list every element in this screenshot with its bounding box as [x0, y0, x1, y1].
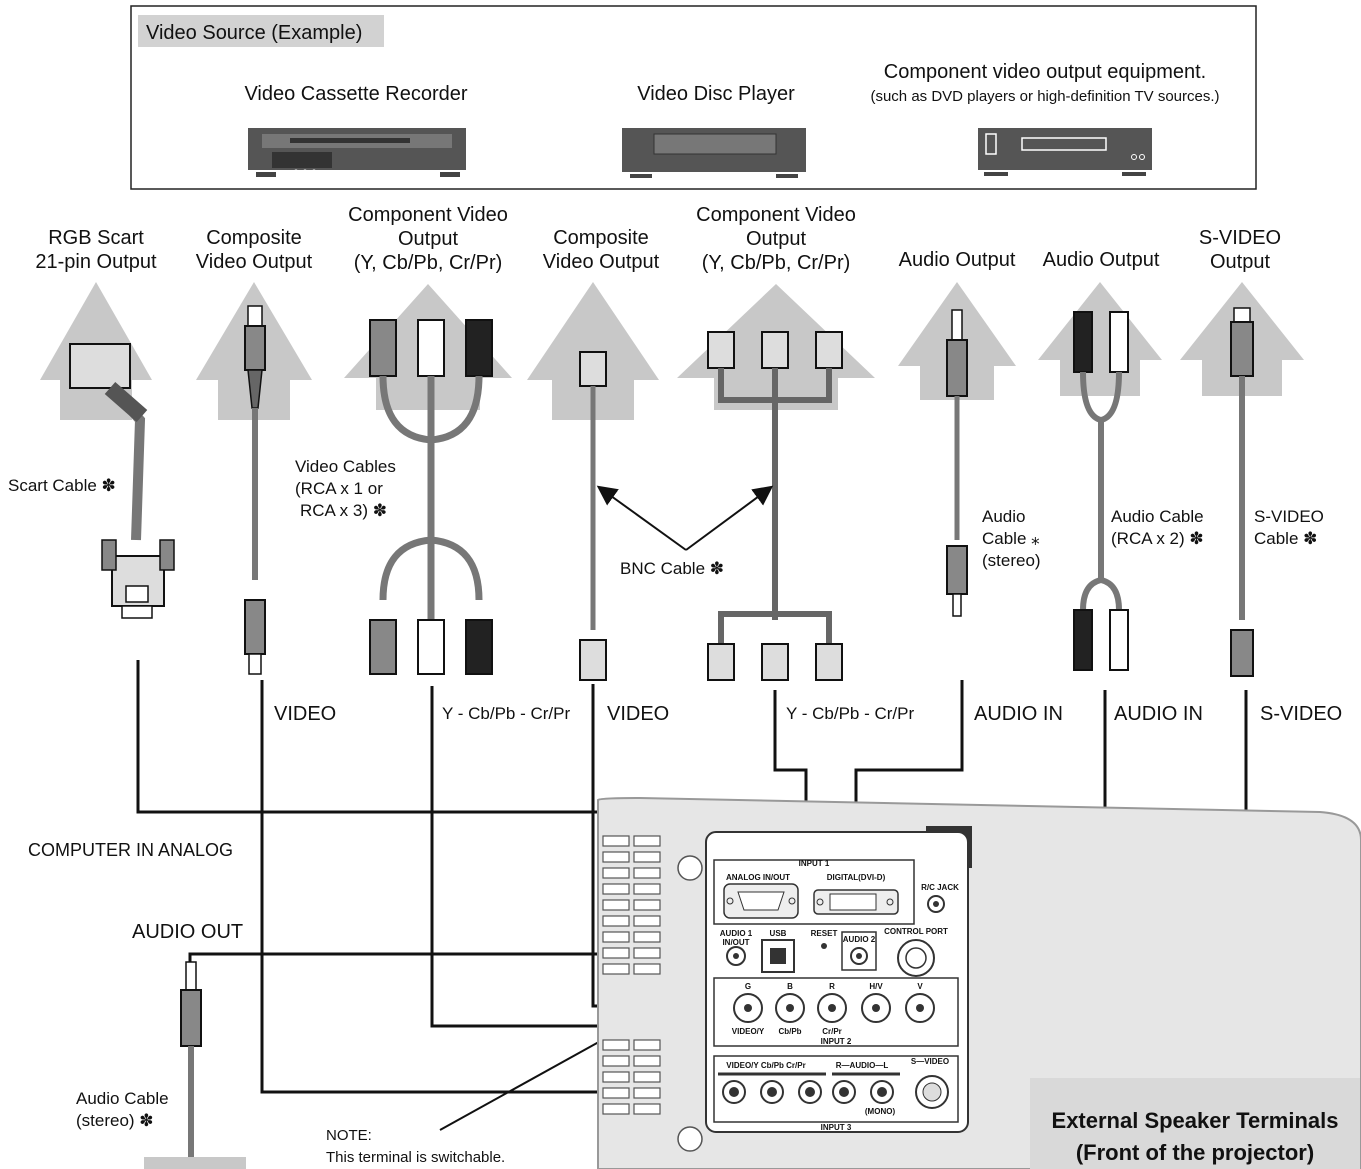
v-label: V [917, 982, 923, 991]
audio1-label-2: IN/OUT [722, 938, 749, 947]
g-label: G [745, 982, 751, 991]
projector: INPUT 1 ANALOG IN/OUT DIGITAL(DVI-D) R/C… [597, 796, 1361, 1169]
audio-out-label: AUDIO OUT [132, 921, 243, 943]
input3-label: INPUT 3 [821, 1123, 852, 1132]
audio-cable-label: Audio [982, 507, 1025, 526]
control-port [897, 939, 935, 977]
analog-inout-label: ANALOG IN/OUT [726, 873, 790, 882]
audio-in-terminal-label-1: AUDIO IN [974, 703, 1063, 725]
component-video-2-label-3: (Y, Cb/Pb, Cr/Pr) [702, 252, 851, 274]
component-equipment-label: Component video output equipment. [884, 61, 1206, 83]
composite-cable-1 [244, 305, 706, 1107]
mono-label: (MONO) [865, 1107, 896, 1116]
video-cables-label-3: RCA x 3) ✽ [300, 501, 387, 520]
vent-grill [602, 835, 661, 1115]
reset-label: RESET [811, 929, 838, 938]
digital-label: DIGITAL(DVI-D) [827, 873, 886, 882]
computer-in-analog-label: COMPUTER IN ANALOG [28, 840, 233, 860]
audio-in-terminal-label-2: AUDIO IN [1114, 703, 1203, 725]
cr-pr-label: Cr/Pr [822, 1027, 842, 1036]
component-equipment-device-icon [978, 128, 1152, 176]
scart-cable-label: Scart Cable ✽ [8, 476, 116, 495]
audio2-label: AUDIO 2 [843, 935, 876, 944]
ycbcr-terminal-label-2: Y - Cb/Pb - Cr/Pr [786, 704, 914, 723]
svideo-terminal-label: S-VIDEO [1260, 703, 1342, 725]
disc-player-label: Video Disc Player [637, 83, 795, 105]
hv-label: H/V [869, 982, 883, 991]
video-y-label: VIDEO/Y [732, 1027, 765, 1036]
audio-out-cable [144, 939, 744, 1169]
composite-2-label: Composite [553, 227, 649, 249]
svideo-output-label: S-VIDEO [1199, 227, 1281, 249]
dvi-port [813, 889, 899, 915]
external-speaker-box: External Speaker Terminals (Front of the… [1030, 1078, 1360, 1169]
video-cables-label: Video Cables [295, 457, 396, 476]
component-video-1-label: Component Video [348, 204, 508, 226]
ycbcr-terminal-label-1: Y - Cb/Pb - Cr/Pr [442, 704, 570, 723]
usb-label: USB [770, 929, 787, 938]
svideo-cable-label-2: Cable ✽ [1254, 529, 1317, 548]
source-tag: Video Source (Example) [146, 22, 362, 44]
note-text: This terminal is switchable. [326, 1149, 505, 1166]
video-source-box: Video Source (Example) Video Cassette Re… [130, 5, 1257, 190]
component-video-1-label-2: Output [398, 228, 458, 250]
note-label: NOTE: [326, 1127, 372, 1144]
speaker-subtitle: (Front of the projector) [1076, 1140, 1314, 1165]
bnc-cable-label: BNC Cable ✽ [620, 559, 724, 578]
audio-output-1-label: Audio Output [899, 249, 1016, 271]
component-video-2-label: Component Video [696, 204, 856, 226]
component-video-2-label-2: Output [746, 228, 806, 250]
rc-jack-label: R/C JACK [921, 883, 959, 892]
video-terminal-label-2: VIDEO [607, 703, 669, 725]
row3-labels: VIDEO/Y Cb/Pb Cr/Pr [726, 1061, 805, 1070]
cable-labels: Scart Cable ✽ Video Cables (RCA x 1 or R… [8, 457, 1324, 1130]
video-cables-label-2: (RCA x 1 or [295, 479, 383, 498]
audio-output-2-label: Audio Output [1043, 249, 1160, 271]
audio-out-cable-label: Audio Cable [76, 1089, 169, 1108]
audio-rca-cable-label-2: (RCA x 2) ✽ [1111, 529, 1204, 548]
note: NOTE: This terminal is switchable. [326, 1127, 505, 1166]
component-video-1-label-3: (Y, Cb/Pb, Cr/Pr) [354, 252, 503, 274]
s-video-port-label: S—VIDEO [911, 1057, 949, 1066]
vcr-device-icon [248, 128, 466, 177]
svideo-output-label-2: Output [1210, 251, 1270, 273]
svideo-cable-label: S-VIDEO [1254, 507, 1324, 526]
cb-pb-label: Cb/Pb [778, 1027, 801, 1036]
audio-cable-label-2: Cable ⁎ [982, 529, 1040, 548]
disc-player-device-icon [622, 128, 806, 178]
audio-cable-label-3: (stereo) [982, 551, 1041, 570]
audio-out-cable-label-2: (stereo) ✽ [76, 1111, 154, 1130]
terminal-labels: VIDEO Y - Cb/Pb - Cr/Pr VIDEO Y - Cb/Pb … [28, 703, 1342, 943]
control-port-label: CONTROL PORT [884, 927, 948, 936]
r-label: R [829, 982, 835, 991]
composite-2-label-2: Video Output [543, 251, 660, 273]
speaker-title: External Speaker Terminals [1052, 1108, 1339, 1133]
audio-stereo-cable [841, 309, 968, 940]
audio1-label: AUDIO 1 [720, 929, 753, 938]
composite-1-label-2: Video Output [196, 251, 313, 273]
audio-rca-cable-label: Audio Cable [1111, 507, 1204, 526]
vcr-label: Video Cassette Recorder [244, 83, 467, 105]
video-terminal-label-1: VIDEO [274, 703, 336, 725]
composite-1-label: Composite [206, 227, 302, 249]
rgb-scart-label-2: 21-pin Output [35, 251, 157, 273]
rgb-scart-label: RGB Scart [48, 227, 144, 249]
analog-vga-port [723, 883, 799, 919]
b-label: B [787, 982, 793, 991]
input2-label: INPUT 2 [821, 1037, 852, 1046]
component-equipment-note: (such as DVD players or high-definition … [870, 88, 1219, 105]
output-labels: RGB Scart 21-pin Output Composite Video … [35, 204, 1281, 274]
r-audio-l-label: R—AUDIO—L [836, 1061, 889, 1070]
input1-label: INPUT 1 [799, 859, 830, 868]
